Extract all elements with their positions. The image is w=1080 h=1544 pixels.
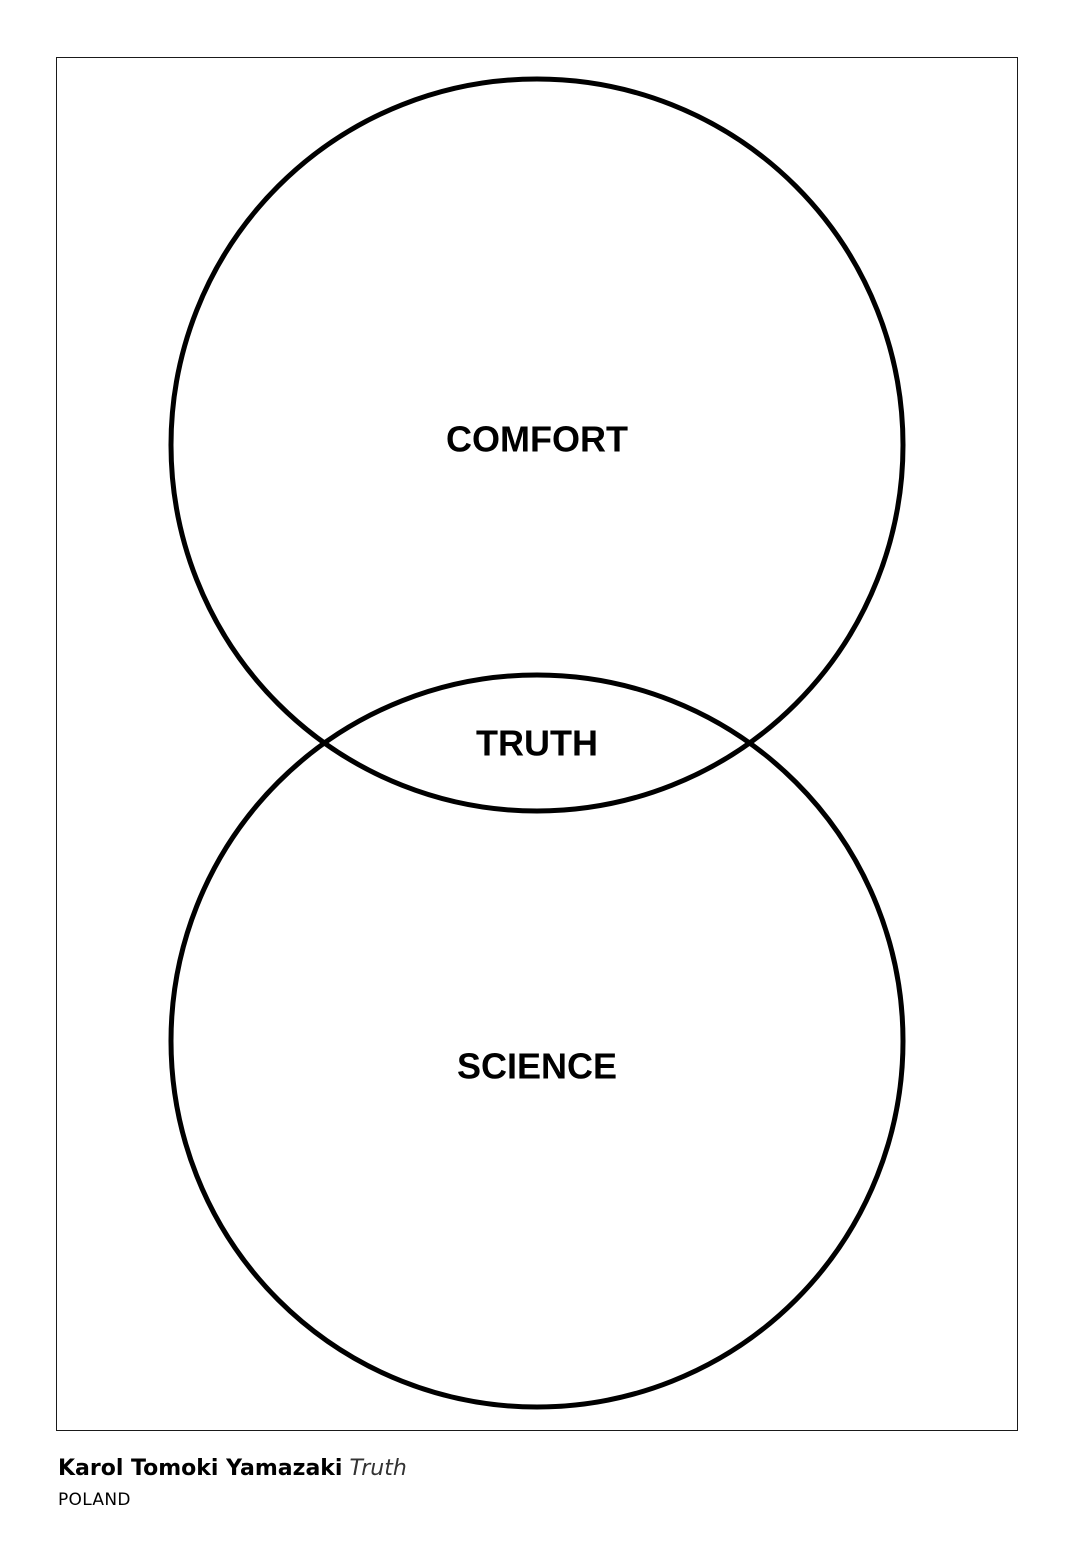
truth-label: TRUTH	[476, 723, 598, 764]
comfort-label: COMFORT	[446, 419, 628, 460]
science-label: SCIENCE	[457, 1046, 617, 1087]
country-label: POLAND	[58, 1490, 131, 1510]
work-title: Truth	[349, 1456, 407, 1481]
comfort-circle	[168, 76, 906, 814]
artist-name: Karol Tomoki Yamazaki	[58, 1456, 343, 1481]
caption: Karol Tomoki Yamazaki Truth POLAND	[58, 1454, 958, 1512]
poster-frame	[56, 57, 1018, 1431]
caption-artist-title: Karol Tomoki Yamazaki Truth	[58, 1454, 958, 1484]
science-circle	[168, 672, 906, 1410]
